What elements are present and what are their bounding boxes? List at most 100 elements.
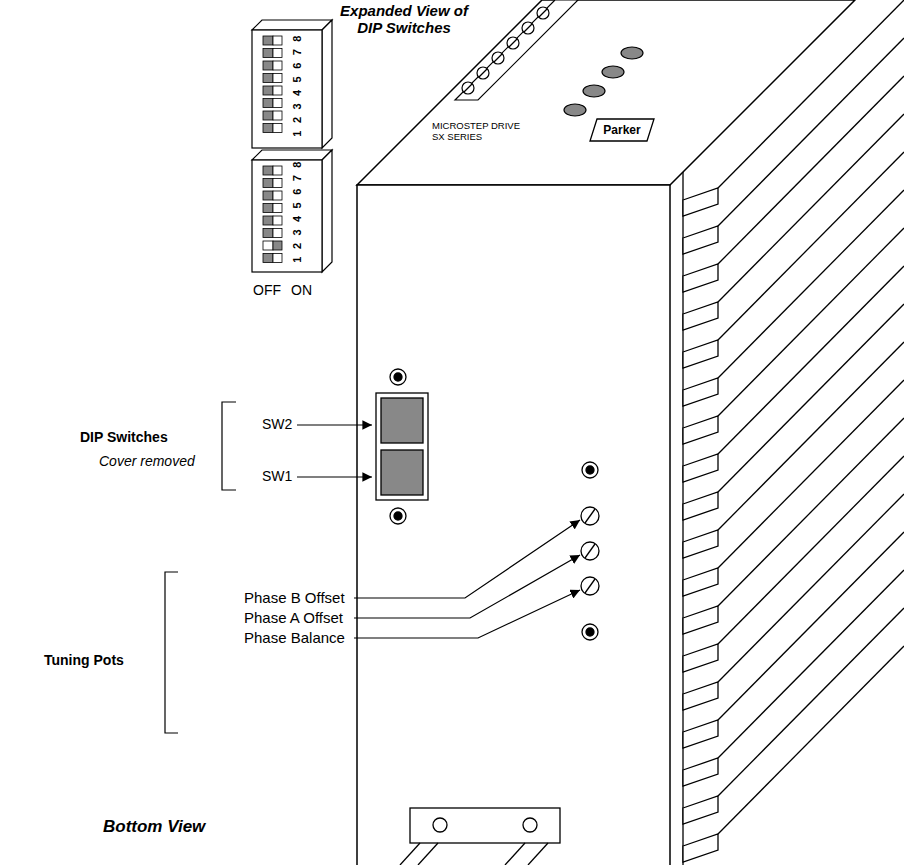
phase-b-leader: [354, 520, 580, 598]
dip-bracket: [222, 402, 236, 490]
switch-off: [263, 124, 273, 133]
brand-name: Parker: [590, 123, 654, 137]
dip-block-top: [252, 20, 332, 148]
sw1-switch: [381, 450, 423, 495]
terminal-screw: [537, 7, 549, 19]
heat-sink-fin: [683, 380, 904, 596]
led: [602, 66, 624, 78]
brand-plate: Parker: [590, 119, 654, 141]
tuning-bracket: [165, 572, 178, 733]
pot-label: Phase A Offset: [244, 609, 343, 626]
switch-slot: [273, 36, 282, 45]
panel-screw: [582, 462, 598, 478]
switch-slot: [273, 86, 282, 95]
drive-body: [357, 0, 855, 865]
heat-sink-fin: [683, 646, 904, 862]
switch-slot: [273, 49, 282, 58]
terminal-screw: [462, 82, 474, 94]
heat-sink-fin: [683, 228, 904, 444]
terminal-strip: [455, 0, 578, 100]
cover-screw: [390, 508, 406, 524]
cover-screw: [390, 369, 406, 385]
dip-window: [376, 369, 428, 524]
dip-block-bottom: [252, 150, 332, 272]
mounting-bracket: [400, 808, 560, 865]
switch-slot: [273, 191, 282, 200]
led: [564, 104, 586, 116]
switch-off: [263, 254, 273, 263]
switch-slot: [273, 111, 282, 120]
balance-leader: [354, 590, 580, 638]
view-heading: Expanded View of DIP Switches: [338, 2, 470, 37]
switch-off: [263, 191, 273, 200]
switch-off: [263, 49, 273, 58]
bracket-flange: [505, 843, 525, 865]
heat-sink-fin: [683, 266, 904, 482]
switch-off: [263, 111, 273, 120]
plate-shape: [590, 119, 654, 141]
mounting-hole: [433, 818, 447, 832]
off-label: OFF: [253, 282, 281, 298]
screw-slot: [464, 84, 472, 92]
heat-sink-fin: [683, 342, 904, 558]
switch-numbers: 1 2 3 4 5 6 7 8: [292, 33, 303, 136]
block-top-face: [252, 150, 332, 160]
callouts: [165, 402, 580, 733]
switch-slot: [273, 179, 282, 188]
heat-sink-fin: [683, 456, 904, 672]
screw-slot: [479, 69, 487, 77]
switch-slot: [273, 229, 282, 238]
pot-label: Phase Balance: [244, 629, 345, 646]
screw-head: [586, 466, 594, 474]
switch-off: [263, 86, 273, 95]
heat-sink-fin: [683, 532, 904, 748]
heat-sink-fin: [683, 570, 904, 786]
screw-slot: [494, 54, 502, 62]
switch-slot: [273, 61, 282, 70]
switch-off: [263, 36, 273, 45]
terminal-screw: [522, 22, 534, 34]
pot-slot: [585, 544, 595, 558]
switch-slot: [273, 99, 282, 108]
switch-off: [263, 216, 273, 225]
switch-slot: [273, 124, 282, 133]
bracket-flange: [528, 843, 548, 865]
balance-pot: [581, 577, 599, 595]
terminal-screw: [492, 52, 504, 64]
bracket-flange: [400, 843, 420, 865]
switch-off: [263, 99, 273, 108]
heat-sink-fin: [683, 494, 904, 710]
on-label: ON: [291, 282, 312, 298]
bracket-flange: [418, 843, 438, 865]
tuning-pots: [581, 462, 599, 640]
block-front-face: [252, 30, 322, 148]
dip-switches-sw2: [263, 36, 282, 133]
block-front-face: [252, 160, 322, 272]
terminal-block: [455, 0, 578, 100]
model-label: MICROSTEP DRIVE SX SERIES: [432, 121, 524, 143]
heat-sink-fin: [683, 190, 904, 406]
sw2-switch: [381, 398, 423, 443]
switch-name: SW2: [262, 416, 292, 432]
switch-off: [263, 61, 273, 70]
switch-name: SW1: [262, 468, 292, 484]
switch-off: [263, 204, 273, 213]
window-frame: [376, 393, 428, 500]
switch-off: [263, 166, 273, 175]
status-leds: [564, 47, 643, 116]
dip-switches-sw1: [263, 166, 282, 263]
heat-sink-fin: [683, 608, 904, 824]
pot-slot: [585, 579, 595, 593]
switch-off: [263, 229, 273, 238]
mounting-hole: [523, 818, 537, 832]
block-side-face: [322, 20, 332, 148]
switch-numbers: 1 2 3 4 5 6 7 8: [292, 159, 303, 262]
terminal-screw: [507, 37, 519, 49]
led: [583, 85, 605, 97]
screw-head: [586, 628, 594, 636]
heat-sink-fin: [683, 152, 904, 368]
switch-slot: [263, 241, 273, 250]
front-face: [357, 185, 670, 865]
group-label: Tuning Pots: [44, 652, 124, 668]
